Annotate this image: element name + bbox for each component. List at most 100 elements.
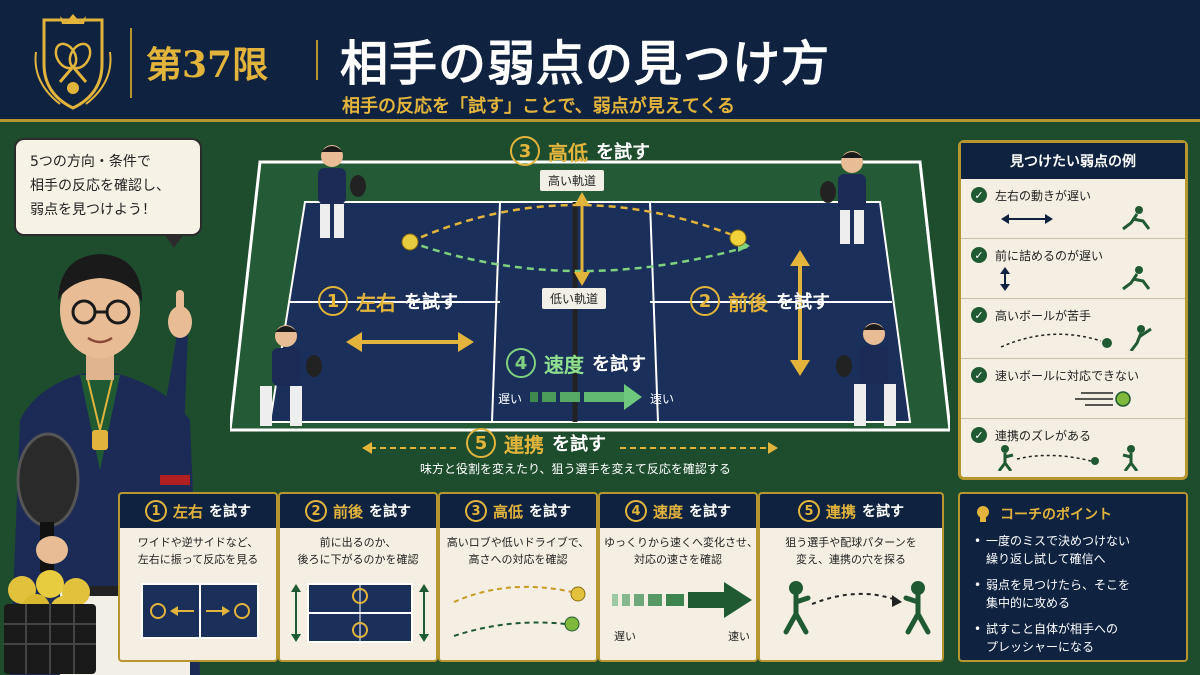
number-badge: 5 bbox=[797, 500, 820, 522]
label-height-test: 3 高低 を試す bbox=[510, 136, 650, 166]
coach-points-title: コーチのポイント bbox=[1000, 507, 1112, 523]
coach-points-panel: コーチのポイント 一度のミスで決めつけない 繰り返し試して確信へ 弱点を見つけた… bbox=[958, 492, 1188, 662]
number-badge: 5 bbox=[466, 428, 496, 458]
weakness-item: ✓ 高いボールが苦手 bbox=[961, 299, 1185, 359]
slow-label: 遅い bbox=[498, 392, 523, 406]
weakness-item: ✓ 速いボールに対応できない bbox=[961, 359, 1185, 419]
player-figure bbox=[820, 151, 866, 244]
card-desc-line: 狙う選手や配球パターンを bbox=[785, 536, 917, 549]
card-description: ゆっくりから速くへ変化させ、 対応の速さを確認 bbox=[600, 528, 756, 568]
coach-point: 一度のミスで決めつけない 繰り返し試して確信へ bbox=[974, 532, 1172, 568]
label-rest: を試す bbox=[592, 354, 646, 375]
tip-card-height: 3 高低 を試す 高いロブや低いドライブで、 高さへの対応を確認 bbox=[438, 492, 598, 662]
court-diagram: 3 高低 を試す 高い軌道 低い軌道 1 左右 を試す 2 前後 を試す 4 速… bbox=[230, 130, 950, 485]
card-desc-line: ワイドや逆サイドなど、 bbox=[137, 536, 259, 549]
tip-card-front-back: 2 前後 を試す 前に出るのか、 後ろに下がるのかを確認 bbox=[278, 492, 438, 662]
two-players-pass-icon bbox=[783, 581, 931, 635]
number-badge: 4 bbox=[624, 500, 647, 522]
header-divider bbox=[130, 28, 132, 98]
label-highlight: 前後 bbox=[728, 290, 768, 315]
speed-arrow-icon bbox=[612, 582, 752, 618]
card-desc-line: 後ろに下がるのかを確認 bbox=[297, 553, 419, 566]
label-coordination-test: 5 連携 を試す bbox=[466, 428, 606, 458]
card-desc-line: 変え、連携の穴を探る bbox=[796, 553, 906, 566]
high-low-trajectory-icon bbox=[453, 585, 586, 637]
card-header: 4 速度 を試す bbox=[600, 494, 756, 528]
card-rest: を試す bbox=[209, 504, 251, 520]
coach-point: 弱点を見つけたら、そこを 集中的に攻める bbox=[974, 576, 1172, 612]
player-figure bbox=[836, 323, 896, 426]
number-badge: 2 bbox=[690, 286, 720, 316]
slow-label: 遅い bbox=[614, 630, 636, 643]
card-highlight: 左右 bbox=[172, 502, 203, 521]
card-header: 2 前後 を試す bbox=[280, 494, 436, 528]
label-highlight: 左右 bbox=[356, 290, 396, 315]
card-desc-line: 左右に振って反応を見る bbox=[137, 553, 259, 566]
two-players-icon bbox=[997, 445, 1139, 471]
crest-emblem-icon bbox=[34, 14, 112, 110]
card-highlight: 連携 bbox=[825, 502, 856, 521]
header-bar: 第37限 相手の弱点の見つけ方 相手の反応を「試す」ことで、弱点が見えてくる bbox=[0, 0, 1200, 122]
page-title: 相手の弱点の見つけ方 bbox=[340, 36, 831, 92]
coach-point-line: 試すこと自体が相手への bbox=[986, 622, 1119, 636]
fast-label: 速い bbox=[728, 630, 750, 643]
card-description: 狙う選手や配球パターンを 変え、連携の穴を探る bbox=[760, 528, 942, 568]
bubble-line: 5つの方向・条件で bbox=[30, 154, 151, 170]
card-description: 高いロブや低いドライブで、 高さへの対応を確認 bbox=[440, 528, 596, 568]
card-highlight: 速度 bbox=[652, 502, 683, 521]
check-icon: ✓ bbox=[971, 307, 987, 323]
label-rest: を試す bbox=[404, 292, 458, 313]
coach-point-line: 一度のミスで決めつけない bbox=[986, 534, 1131, 548]
weakness-text: 左右の動きが遅い bbox=[995, 189, 1092, 203]
speech-bubble: 5つの方向・条件で 相手の反応を確認し、 弱点を見つけよう！ bbox=[14, 138, 202, 248]
up-down-arrow-icon bbox=[1000, 266, 1151, 291]
page-subtitle: 相手の反応を「試す」ことで、弱点が見えてくる bbox=[342, 96, 735, 117]
number-badge: 1 bbox=[318, 286, 348, 316]
tip-card-speed: 4 速度 を試す ゆっくりから速くへ変化させ、 対応の速さを確認 遅い 速い bbox=[598, 492, 758, 662]
label-left-right-test: 1 左右 を試す bbox=[318, 286, 458, 316]
coach-point-line: プレッシャーになる bbox=[986, 640, 1095, 654]
card-rest: を試す bbox=[862, 504, 904, 520]
panel-title: 見つけたい弱点の例 bbox=[961, 143, 1185, 179]
lightbulb-icon bbox=[977, 506, 989, 522]
check-icon: ✓ bbox=[971, 367, 987, 383]
low-trajectory-tag: 低い軌道 bbox=[542, 288, 607, 309]
left-right-arrow-icon bbox=[1001, 206, 1151, 231]
label-highlight: 連携 bbox=[504, 432, 544, 457]
number-badge: 3 bbox=[510, 136, 540, 166]
card-highlight: 高低 bbox=[492, 502, 523, 521]
player-figure bbox=[260, 325, 322, 426]
lesson-number: 第37限 bbox=[146, 44, 269, 86]
card-desc-line: 高いロブや低いドライブで、 bbox=[446, 536, 590, 549]
card-rest: を試す bbox=[369, 504, 411, 520]
header-divider-2 bbox=[316, 40, 318, 80]
check-icon: ✓ bbox=[971, 427, 987, 443]
bubble-line: 相手の反応を確認し、 bbox=[30, 178, 170, 194]
weakness-text: 高いボールが苦手 bbox=[995, 309, 1092, 323]
weakness-examples-panel: 見つけたい弱点の例 ✓ 左右の動きが遅い ✓ 前に詰めるのが遅い ✓ 高いボール… bbox=[958, 140, 1188, 480]
card-desc-line: ゆっくりから速くへ変化させ、 bbox=[604, 536, 758, 549]
weakness-item: ✓ 連携のズレがある bbox=[961, 419, 1185, 479]
card-desc-line: 対応の速さを確認 bbox=[634, 553, 722, 566]
card-desc-line: 前に出るのか、 bbox=[319, 536, 397, 549]
card-rest: を試す bbox=[529, 504, 571, 520]
weakness-text: 速いボールに対応できない bbox=[995, 369, 1140, 383]
front-back-court-icon bbox=[291, 583, 429, 643]
card-description: 前に出るのか、 後ろに下がるのかを確認 bbox=[280, 528, 436, 568]
label-rest: を試す bbox=[776, 292, 830, 313]
number-badge: 2 bbox=[304, 500, 327, 522]
card-header: 3 高低 を試す bbox=[440, 494, 596, 528]
lob-ball-icon bbox=[1000, 325, 1152, 351]
coach-point-line: 弱点を見つけたら、そこを bbox=[986, 578, 1131, 592]
weakness-item: ✓ 前に詰めるのが遅い bbox=[961, 239, 1185, 299]
number-badge: 3 bbox=[464, 500, 487, 522]
coordination-caption: 味方と役割を変えたり、狙う選手を変えて反応を確認する bbox=[420, 462, 731, 476]
card-highlight: 前後 bbox=[332, 502, 363, 521]
label-highlight: 高低 bbox=[548, 140, 588, 165]
label-speed-test: 4 速度 を試す bbox=[506, 348, 646, 378]
fast-label: 速い bbox=[650, 392, 675, 406]
weakness-text: 連携のズレがある bbox=[995, 429, 1092, 443]
coach-points-header: コーチのポイント bbox=[974, 504, 1172, 524]
card-desc-line: 高さへの対応を確認 bbox=[468, 553, 568, 566]
left-right-court-icon bbox=[141, 583, 259, 639]
